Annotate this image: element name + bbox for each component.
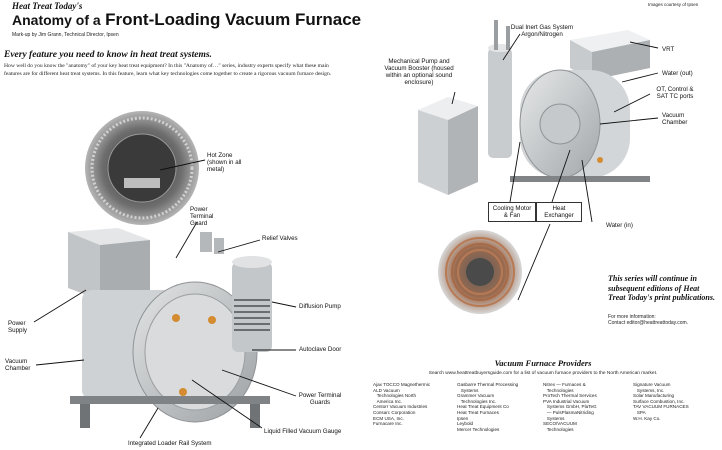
hot-zone-image [85,111,199,225]
provider-item: Ipsen [457,415,469,421]
provider-item: Mercer Technologies [457,426,500,432]
mech-pump-image [418,97,478,195]
intro-headline: Every feature you need to know in heat t… [4,50,212,60]
heat-exchanger-image [438,230,522,314]
provider-item: Grammer Vacuum [457,393,495,399]
label-power-terminal-guard: Power Terminal Guard [190,206,214,227]
label-gas-system: Dual Inert Gas System Argon/Nitrogen [510,24,574,38]
gas-system-image [488,20,512,158]
label-diffusion-pump: Diffusion Pump [299,303,341,310]
title-main: Front-Loading Vacuum Furnace [105,10,362,29]
provider-item: Systems [457,387,479,393]
diffusion-pump-image [200,232,272,352]
provider-item: Nitrex — Furnaces & [543,382,586,387]
provider-item: Technologies [543,426,574,432]
provider-item: America Inc. [373,398,403,404]
provider-item: Gasbarre Thermal Processing [457,382,519,387]
label-heat-exchanger: Heat Exchanger [536,202,582,222]
right-illustration [418,20,659,314]
provider-item: — PulsPlasmaNitriding [543,409,594,415]
provider-item: SPA [633,409,646,415]
provider-item: Technologies [543,387,574,393]
providers-column: Signature Vacuum Systems, Inc.Solar Manu… [633,382,713,432]
label-hot-zone: Hot Zone (shown in all metal) [207,152,242,173]
label-loader-rail: Integrated Loader Rail System [128,440,212,447]
label-water-in: Water (in) [606,222,633,229]
provider-item: Signature Vacuum [633,382,671,387]
providers-title: Vacuum Furnace Providers [494,358,592,368]
provider-item: PVA Industrial Vacuum [543,398,590,404]
provider-item: Systems [543,415,565,421]
page-title: Anatomy of a Front-Loading Vacuum Furnac… [12,10,361,30]
label-vacuum-chamber-right: Vacuum Chamber [662,112,688,126]
provider-item: SECO/VACUUM [543,421,577,427]
label-autoclave-door: Autoclave Door [299,346,342,353]
label-liquid-gauge: Liquid Filled Vacuum Gauge [264,428,342,435]
provider-item: TAV VACUUM FURNACES [633,404,689,410]
intro-body: How well do you know the "anatomy" of yo… [4,63,332,77]
label-water-out: Water (out) [662,70,693,77]
provider-item: Systems, Inc. [633,387,665,393]
series-note: This series will continue in subsequent … [608,274,715,302]
provider-item: Technologies Inc. [457,398,497,404]
provider-item: Furnacare Inc. [373,421,403,427]
provider-item: Ajax TOCCO Magnethermic [373,382,431,387]
series-contact: Contact editor@heattreattoday.com. [608,320,689,326]
provider-item: ECM USA, Inc. [373,415,404,421]
providers-subtitle: Search www.heattreatbuyersguide.com for … [428,371,658,376]
provider-item: Leybold [457,421,474,427]
provider-item: Heat Treat Furnaces [457,409,499,415]
vacuum-chamber-right-image [510,69,650,182]
title-prefix: Anatomy of a [12,12,101,28]
provider-item: Surface Combustion, Inc. [633,398,685,404]
kicker: Heat Treat Today's [12,1,83,11]
label-vrt: VRT [662,46,675,53]
label-relief-valves: Relief Valves [262,235,298,242]
provider-item: Systems GmbH, PlaTeG [543,404,597,410]
provider-item: ALD Vacuum [373,387,400,393]
label-ot-control: OT, Control & SAT TC ports [656,86,694,100]
label-mech-pump: Mechanical Pump and Vacuum Booster (hous… [384,58,454,86]
left-illustration [33,111,297,439]
image-credit: Images courtesy of Ipsen [648,2,699,7]
label-vacuum-chamber-left: Vacuum Chamber [5,358,31,372]
provider-item: W.H. Kay Co. [633,415,661,421]
provider-item: Solar Manufacturing [633,393,675,399]
provider-item: Consarc Corporation [373,409,416,415]
label-power-supply: Power Supply [8,320,27,334]
provider-item: Technologies North [373,393,417,399]
series-info-label: For more information: [608,314,656,320]
power-supply-image [68,228,150,300]
provider-item: Centorr Vacuum Industries [373,404,428,410]
provider-item: ProTech Thermal Services [543,393,597,399]
vacuum-chamber-image [70,281,270,428]
label-power-terminal-guards: Power Terminal Guards [298,392,342,406]
provider-item: Heat Treat Equipment Co [457,404,509,410]
byline: Mark-up by Jim Grann, Technical Director… [12,32,119,38]
label-cooling-motor: Cooling Motor & Fan [488,202,536,222]
